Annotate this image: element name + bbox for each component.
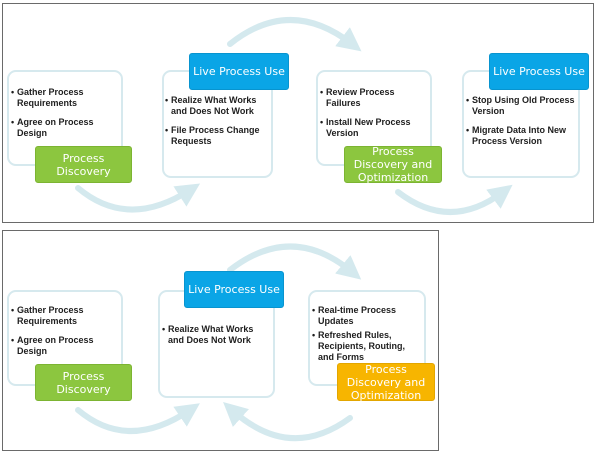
- bottom-stage3-label: Process Discovery and Optimization: [337, 363, 435, 402]
- bullet: Refreshed Rules, Recipients, Routing, an…: [312, 330, 416, 363]
- top-stage2-label: Live Process Use: [189, 53, 289, 90]
- top-stage1-bullets: Gather Process Requirements Agree on Pro…: [11, 87, 119, 147]
- bullet: Review Process Failures: [320, 87, 424, 109]
- bottom-stage2-label: Live Process Use: [184, 271, 284, 308]
- bullet: Stop Using Old Process Version: [466, 95, 576, 117]
- bullet: Realize What Works and Does Not Work: [165, 95, 269, 117]
- bullet: Gather Process Requirements: [11, 87, 119, 109]
- top-stage1-label: Process Discovery: [35, 146, 132, 183]
- bottom-stage1-label: Process Discovery: [35, 364, 132, 401]
- bullet: Realize What Works and Does Not Work: [162, 324, 270, 346]
- top-stage3-bullets: Review Process Failures Install New Proc…: [320, 87, 424, 147]
- bottom-stage2-bullets: Realize What Works and Does Not Work: [162, 324, 270, 354]
- bullet: File Process Change Requests: [165, 125, 269, 147]
- bullet: Agree on Process Design: [11, 335, 119, 357]
- top-stage4-label: Live Process Use: [489, 53, 589, 90]
- top-stage2-bullets: Realize What Works and Does Not Work Fil…: [165, 95, 269, 155]
- top-stage3-label: Process Discovery and Optimization: [344, 145, 442, 184]
- bottom-stage1-bullets: Gather Process Requirements Agree on Pro…: [11, 305, 119, 365]
- top-stage4-bullets: Stop Using Old Process Version Migrate D…: [466, 95, 576, 155]
- bullet: Migrate Data Into New Process Version: [466, 125, 576, 147]
- bottom-stage3-bullets: Real-time Process Updates Refreshed Rule…: [312, 305, 416, 366]
- bullet: Install New Process Version: [320, 117, 424, 139]
- bullet: Real-time Process Updates: [312, 305, 416, 327]
- bullet: Gather Process Requirements: [11, 305, 119, 327]
- bullet: Agree on Process Design: [11, 117, 119, 139]
